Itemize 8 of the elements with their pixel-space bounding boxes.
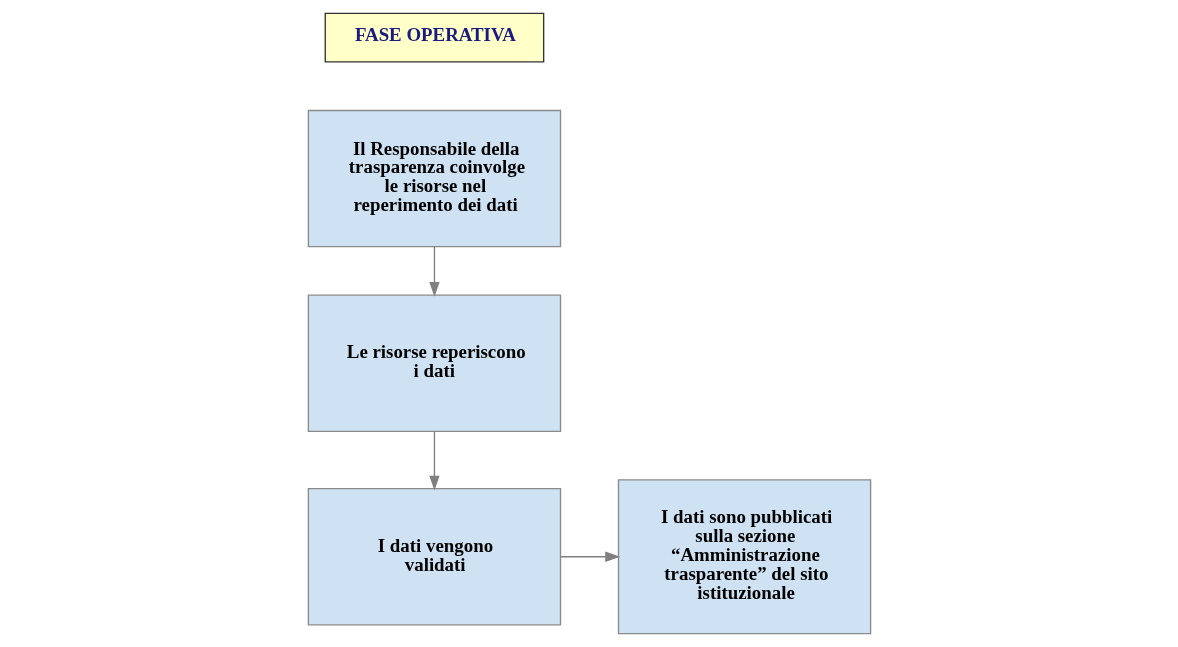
node-box: I dati vengono validati [307,488,561,626]
node-box: I dati sono pubblicati sulla sezione “Amministrazione trasparente” del sito istituzionale [617,479,871,635]
node-box: Le risorse reperiscono i dati [307,294,561,433]
arrow [559,551,620,562]
arrow [428,430,440,491]
node-box: Il Responsabile della trasparenza coinvolge le risorse nel reperimento dei dati [307,109,561,248]
arrow [428,246,440,297]
node-box: FASE OPERATIVA [324,12,544,63]
